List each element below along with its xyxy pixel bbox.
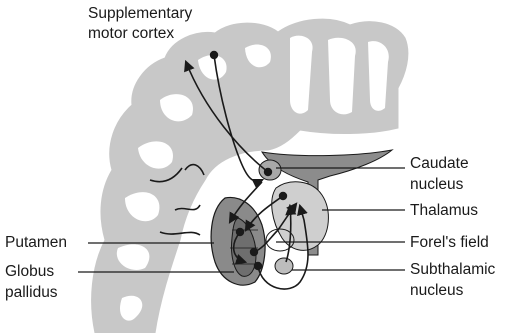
label-putamen: Putamen	[5, 234, 67, 251]
label-forels-field: Forel's field	[410, 234, 489, 251]
label-thalamus: Thalamus	[410, 202, 478, 219]
cerebral-cortex	[92, 19, 408, 333]
label-caudate-2: nucleus	[410, 176, 464, 193]
label-globus-1: Globus	[5, 263, 54, 280]
label-globus-2: pallidus	[5, 284, 58, 301]
label-caudate-1: Caudate	[410, 155, 469, 172]
subthalamic-nucleus	[275, 258, 293, 274]
label-subthalamic-2: nucleus	[410, 282, 464, 299]
label-supplementary-1: Supplementary	[88, 5, 193, 22]
label-subthalamic-1: Subthalamic	[410, 261, 496, 278]
label-supplementary-2: motor cortex	[88, 25, 174, 42]
